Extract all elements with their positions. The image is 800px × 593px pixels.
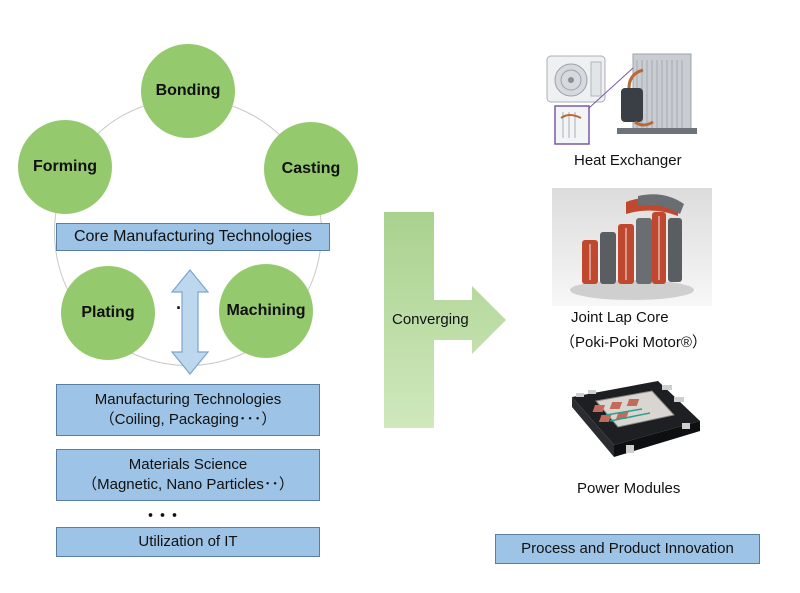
manufacturing-technologies-box: Manufacturing Technologies （Coiling, Pac… — [56, 384, 320, 436]
forming-circle: Forming — [18, 120, 112, 214]
foundations-ellipsis: ･･･ — [146, 506, 182, 526]
converging-label: Converging — [392, 311, 469, 328]
process-product-innovation-label: Process and Product Innovation — [521, 539, 734, 557]
materials-science-box: Materials Science （Magnetic, Nano Partic… — [56, 449, 320, 501]
bonding-circle: Bonding — [141, 44, 235, 138]
double-arrow-icon — [170, 269, 210, 375]
materials-science-examples: （Magnetic, Nano Particles･･） — [82, 476, 294, 493]
joint-lap-core-label: Joint Lap Core — [571, 309, 669, 326]
utilization-of-it-label: Utilization of IT — [138, 532, 238, 550]
heat-exchanger-label: Heat Exchanger — [574, 152, 682, 169]
utilization-of-it-box: Utilization of IT — [56, 527, 320, 557]
poki-poki-motor-label: （Poki-Poki Motor®） — [560, 334, 707, 351]
core-technologies-title-box: Core Manufacturing Technologies — [56, 223, 330, 251]
process-product-innovation-box: Process and Product Innovation — [495, 534, 760, 564]
forming-label: Forming — [33, 158, 97, 175]
manufacturing-technologies-title: Manufacturing Technologies — [94, 390, 282, 408]
core-technologies-title: Core Manufacturing Technologies — [73, 228, 313, 246]
manufacturing-technologies-examples: （Coiling, Packaging･･･） — [99, 411, 277, 428]
casting-label: Casting — [281, 160, 341, 177]
casting-circle: Casting — [264, 122, 358, 216]
power-modules-label: Power Modules — [577, 480, 681, 497]
plating-label: Plating — [81, 304, 135, 321]
machining-circle: Machining — [219, 264, 313, 358]
converging-arrow — [384, 212, 506, 428]
bonding-label: Bonding — [155, 82, 221, 99]
power-modules-image — [566, 375, 706, 475]
joint-lap-core-image — [552, 188, 712, 306]
heat-exchanger-image — [545, 48, 705, 148]
plating-circle: Plating — [61, 266, 155, 360]
machining-label: Machining — [226, 302, 306, 319]
materials-science-title: Materials Science — [128, 455, 248, 473]
